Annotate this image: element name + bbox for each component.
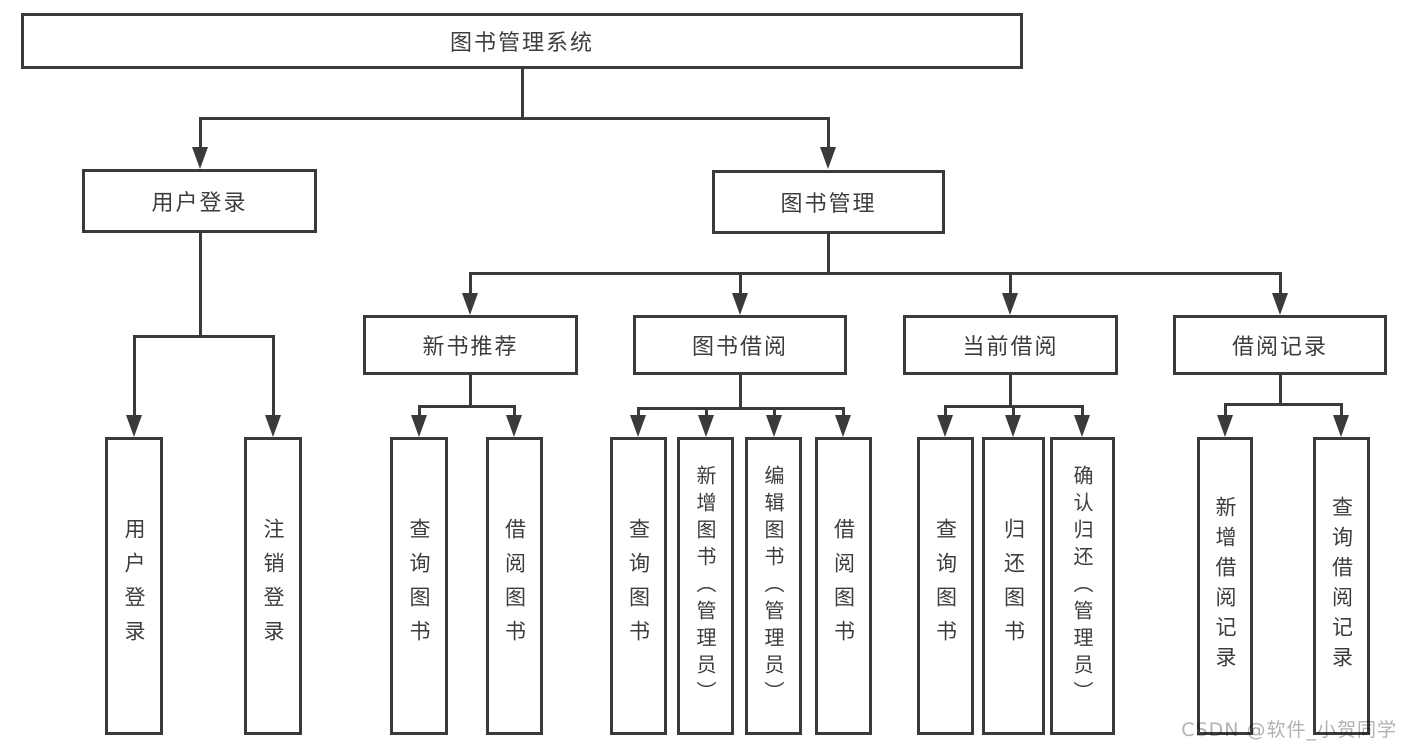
- connector-line: [1278, 375, 1282, 406]
- connector-line: [1223, 403, 1227, 416]
- connector-line: [636, 407, 845, 410]
- connector-line: [1278, 272, 1282, 294]
- leaf-edit-books-admin: 编辑图书（管理员）: [745, 437, 802, 735]
- connector-line: [468, 375, 472, 408]
- arrow-down-icon: [192, 147, 208, 169]
- watermark-text: CSDN @软件_小贺同学: [1181, 719, 1397, 741]
- connector-line: [468, 272, 1282, 275]
- node-book-borrow: 图书借阅: [633, 315, 847, 375]
- leaf-confirm-return-admin: 确认归还（管理员）: [1050, 437, 1115, 735]
- leaf-return-books: 归还图书: [982, 437, 1045, 735]
- arrow-down-icon: [820, 147, 836, 169]
- arrow-down-icon: [411, 415, 427, 437]
- arrow-down-icon: [937, 415, 953, 437]
- leaf-query-books-recommend: 查询图书: [390, 437, 448, 735]
- connector-line: [841, 407, 845, 416]
- connector-line: [512, 405, 516, 416]
- connector-line: [520, 69, 524, 120]
- connector-line: [132, 335, 136, 416]
- arrow-down-icon: [1002, 293, 1018, 315]
- arrow-down-icon: [462, 293, 478, 315]
- leaf-borrow-books-recommend: 借阅图书: [486, 437, 543, 735]
- connector-line: [198, 117, 202, 148]
- connector-line: [1011, 405, 1015, 416]
- connector-line: [738, 375, 742, 410]
- connector-line: [1080, 405, 1084, 416]
- arrow-down-icon: [506, 415, 522, 437]
- node-library-system: 图书管理系统: [21, 13, 1023, 69]
- connector-line: [826, 117, 830, 148]
- connector-line: [704, 407, 708, 416]
- node-new-book-recommend: 新书推荐: [363, 315, 578, 375]
- connector-line: [1223, 403, 1343, 406]
- connector-line: [271, 335, 275, 416]
- leaf-add-borrow-record: 新增借阅记录: [1197, 437, 1253, 735]
- arrow-down-icon: [630, 415, 646, 437]
- leaf-add-books-admin: 新增图书（管理员）: [677, 437, 734, 735]
- arrow-down-icon: [1074, 415, 1090, 437]
- connector-line: [198, 117, 830, 120]
- arrow-down-icon: [698, 415, 714, 437]
- arrow-down-icon: [1333, 415, 1349, 437]
- connector-line: [636, 407, 640, 416]
- connector-line: [943, 405, 947, 416]
- arrow-down-icon: [265, 415, 281, 437]
- arrow-down-icon: [732, 293, 748, 315]
- arrow-down-icon: [1217, 415, 1233, 437]
- node-book-management: 图书管理: [712, 170, 945, 234]
- connector-line: [198, 233, 202, 338]
- arrow-down-icon: [1005, 415, 1021, 437]
- leaf-query-books-current: 查询图书: [917, 437, 974, 735]
- arrow-down-icon: [1272, 293, 1288, 315]
- node-borrow-records: 借阅记录: [1173, 315, 1387, 375]
- node-current-borrow: 当前借阅: [903, 315, 1118, 375]
- connector-line: [738, 272, 742, 294]
- connector-line: [468, 272, 472, 294]
- connector-line: [772, 407, 776, 416]
- arrow-down-icon: [126, 415, 142, 437]
- connector-line: [1339, 403, 1343, 416]
- connector-line: [1008, 272, 1012, 294]
- connector-line: [417, 405, 421, 416]
- connector-line: [417, 405, 516, 408]
- leaf-query-borrow-record: 查询借阅记录: [1313, 437, 1370, 735]
- connector-line: [132, 335, 275, 338]
- leaf-query-books-borrow: 查询图书: [610, 437, 667, 735]
- connector-line: [826, 234, 830, 275]
- node-user-login: 用户登录: [82, 169, 317, 233]
- arrow-down-icon: [766, 415, 782, 437]
- leaf-user-login: 用户登录: [105, 437, 163, 735]
- arrow-down-icon: [835, 415, 851, 437]
- connector-line: [1008, 375, 1012, 408]
- leaf-borrow-books: 借阅图书: [815, 437, 872, 735]
- leaf-logout: 注销登录: [244, 437, 302, 735]
